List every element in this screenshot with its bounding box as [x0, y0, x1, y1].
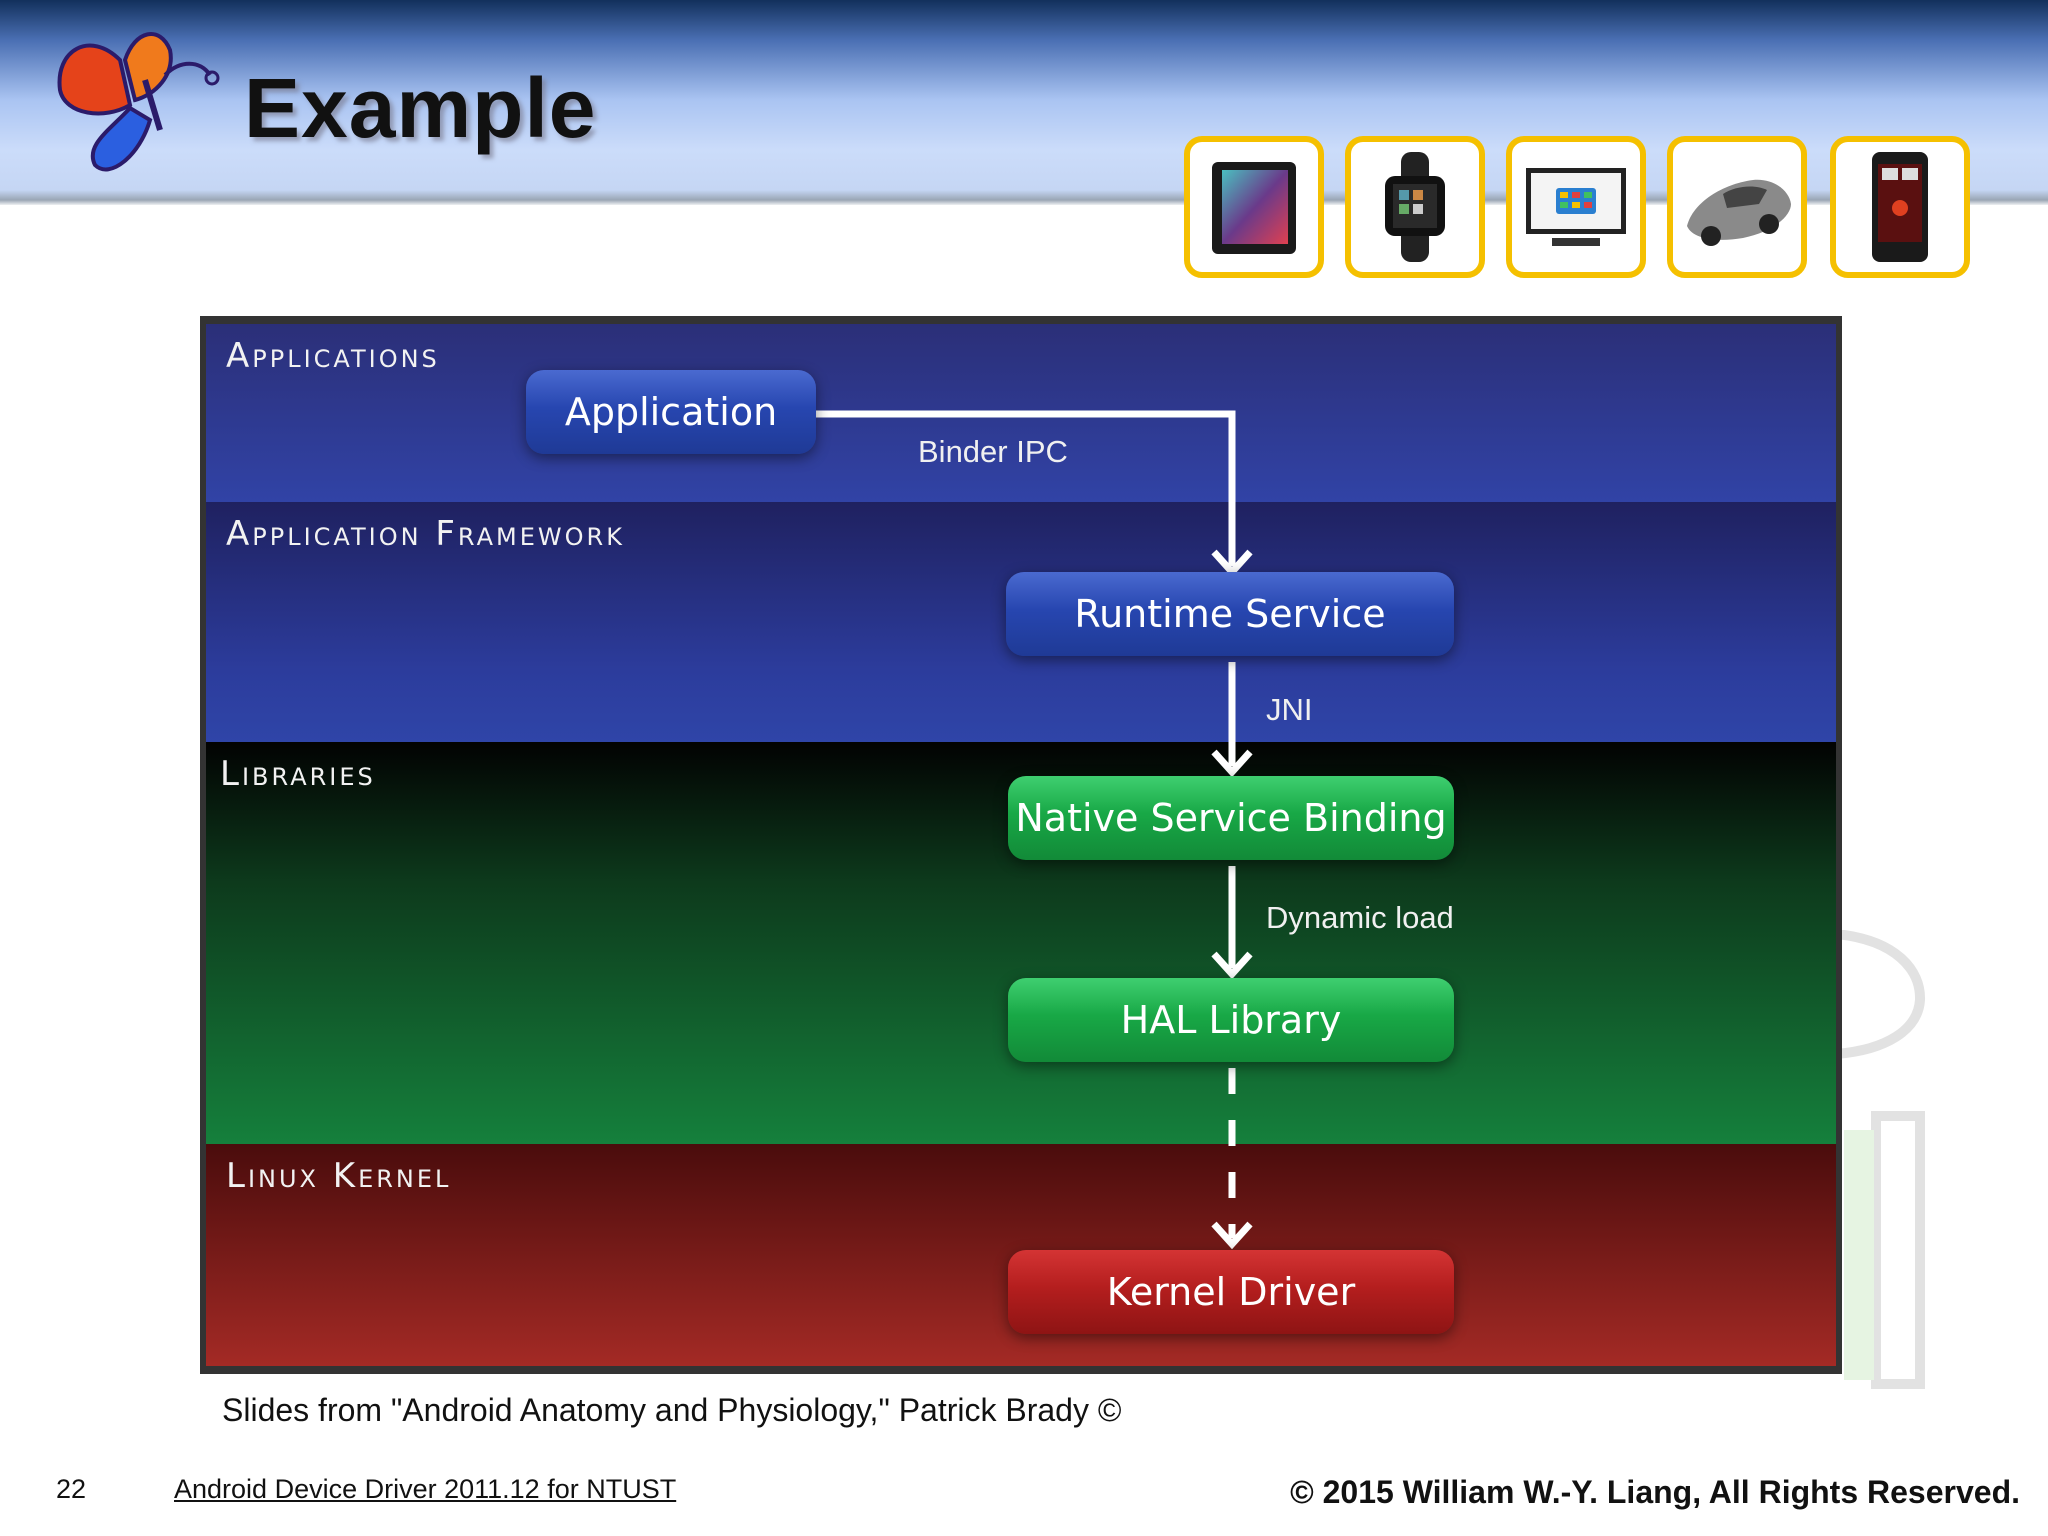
jni-label: JNI: [1266, 692, 1313, 727]
layer-label: Application Framework: [226, 514, 625, 554]
tablet-icon: [1184, 136, 1324, 278]
dynamic-load-label: Dynamic load: [1266, 900, 1454, 935]
smartwatch-icon: [1345, 136, 1485, 278]
hal-library-node: HAL Library: [1008, 978, 1454, 1062]
diagram-connectors: [814, 410, 1253, 1250]
copyright-footer: © 2015 William W.-Y. Liang, All Rights R…: [1290, 1474, 2020, 1510]
layer-label: Linux Kernel: [226, 1156, 452, 1196]
dynamic-load-arrowhead: [1211, 951, 1253, 980]
native-service-binding-node: Native Service Binding: [1008, 776, 1454, 860]
jni-arrowhead: [1211, 749, 1253, 778]
page-number: 22: [56, 1474, 87, 1504]
android-watermark-icon: [1836, 930, 1926, 1389]
kernel-driver-node: Kernel Driver: [1008, 1250, 1454, 1334]
application-node: Application: [526, 370, 816, 454]
android-architecture-diagram: Applications Application Framework Libra…: [200, 316, 1842, 1374]
slide-title: Example: [244, 61, 597, 155]
car-icon: [1667, 136, 1807, 278]
binder-ipc-arrow: [814, 410, 1236, 566]
butterfly-logo-icon: [57, 32, 220, 172]
phone-icon: [1830, 136, 1970, 278]
layer-label: Applications: [226, 336, 440, 376]
runtime-service-node: Runtime Service: [1006, 572, 1454, 656]
binder-ipc-label: Binder IPC: [918, 434, 1068, 469]
tv-icon: [1506, 136, 1646, 278]
layer-label: Libraries: [220, 754, 376, 794]
source-caption: Slides from "Android Anatomy and Physiol…: [222, 1392, 1122, 1428]
course-footer-link[interactable]: Android Device Driver 2011.12 for NTUST: [174, 1474, 677, 1504]
kernel-link-arrowhead: [1211, 1221, 1253, 1250]
